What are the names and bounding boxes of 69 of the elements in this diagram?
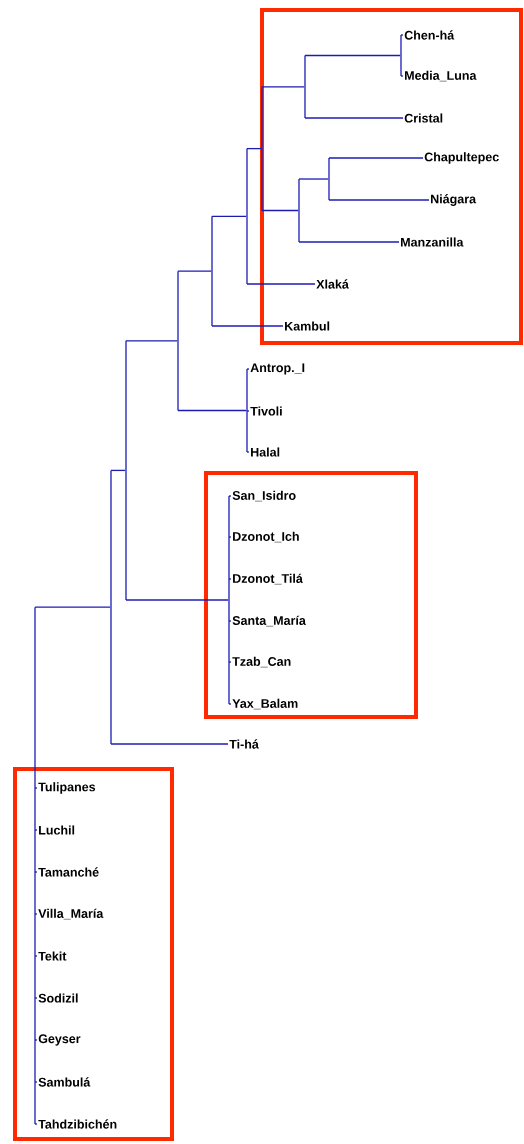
tree-branch xyxy=(177,270,212,272)
leaf-label: Santa_María xyxy=(232,615,306,627)
tree-branch xyxy=(228,536,232,538)
tree-branch xyxy=(400,75,404,77)
tree-branch xyxy=(246,451,250,453)
leaf-label: Tamanché xyxy=(38,867,99,877)
tree-branch xyxy=(110,743,229,745)
leaf-label: Dzonot_Tilá xyxy=(233,573,303,585)
leaf-label: Dzonot_Ich xyxy=(233,531,299,543)
tree-branch xyxy=(328,157,424,159)
tree-branch xyxy=(34,829,38,831)
tree-branch xyxy=(34,871,38,873)
leaf-label: Ti-há xyxy=(229,739,259,749)
leaf-label: Tzab_Can xyxy=(232,656,291,668)
leaf-label: Tahdzibichén xyxy=(38,1119,117,1129)
leaf-label: Tivoli xyxy=(250,406,282,416)
tree-branch xyxy=(110,469,126,472)
leaf-label: Tulipanes xyxy=(38,782,96,794)
tree-branch xyxy=(125,340,178,342)
leaf-label: Media_Luna xyxy=(405,70,477,82)
tree-branch xyxy=(246,147,262,150)
tree-branch xyxy=(246,368,250,370)
tree-branch xyxy=(298,241,400,243)
leaf-label: Sambulá xyxy=(38,1077,91,1087)
leaf-label: Xlaká xyxy=(316,279,349,289)
tree-branch xyxy=(34,1081,38,1083)
tree-branch xyxy=(304,117,404,119)
tree-branch xyxy=(211,215,247,217)
leaf-label: Yax_Balam xyxy=(232,698,298,710)
tree-branch xyxy=(34,913,38,915)
tree-branch xyxy=(125,599,229,601)
leaf-label: Cristal xyxy=(404,113,443,123)
tree-branch xyxy=(228,661,232,663)
leaf-label: Sodizil xyxy=(38,993,78,1003)
leaf-label: Kambul xyxy=(285,321,330,331)
highlight-box xyxy=(13,767,174,1141)
tree-branch xyxy=(34,997,38,999)
tree-branch xyxy=(261,209,299,212)
tree-branch xyxy=(34,606,111,608)
tree-branch xyxy=(228,703,232,705)
leaf-label: Villa_María xyxy=(38,908,104,920)
tree-branch xyxy=(34,955,38,957)
tree-branch xyxy=(261,86,305,88)
tree-branch xyxy=(298,178,329,180)
leaf-label: Chen-há xyxy=(404,30,455,40)
leaf-label: Luchil xyxy=(39,825,75,835)
tree-branch xyxy=(228,578,232,580)
highlight-box xyxy=(204,471,418,719)
leaf-label: Antrop._I xyxy=(250,363,305,375)
tree-branch xyxy=(246,410,250,412)
tree-branch xyxy=(177,409,247,412)
leaf-label: Tekit xyxy=(38,951,67,961)
tree-branch xyxy=(328,199,430,201)
tree-branch xyxy=(246,283,316,285)
tree-branch xyxy=(34,787,38,789)
tree-branch xyxy=(228,495,232,497)
tree-branch xyxy=(211,325,284,327)
leaf-label: Niágara xyxy=(431,194,477,206)
tree-branch xyxy=(304,54,401,57)
tree-branch xyxy=(228,620,232,622)
leaf-label: Manzanilla xyxy=(401,237,464,247)
leaf-label: Geyser xyxy=(38,1034,81,1046)
leaf-label: San_Isidro xyxy=(232,490,296,502)
leaf-label: Halal xyxy=(251,447,280,457)
tree-branch xyxy=(34,1123,38,1125)
highlight-box xyxy=(260,8,523,345)
leaf-label: Chapultepec xyxy=(424,152,499,164)
tree-branch xyxy=(34,1039,38,1041)
tree-branch xyxy=(400,34,404,36)
